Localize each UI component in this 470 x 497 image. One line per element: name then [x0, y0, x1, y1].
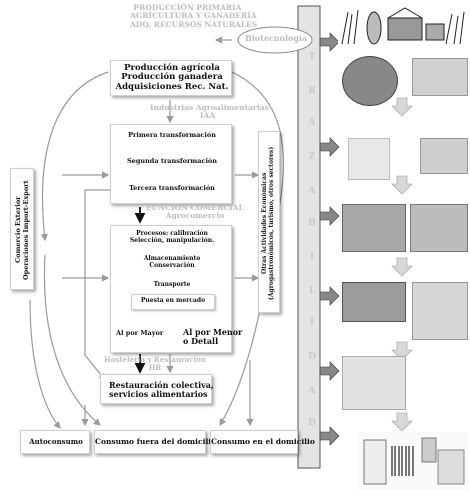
- foreign-trade-line-1: Comercio Exterior: [14, 196, 22, 264]
- iaa-header-line-1: Industrias Agroalimentarias: [150, 103, 269, 112]
- other-activities-text: Otras Actividades Económicas (Agrogastro…: [261, 138, 275, 308]
- processing-photo-1: [348, 138, 390, 180]
- foreign-trade-text: Comercio Exterior Operaciones Import-Exp…: [14, 177, 30, 283]
- foreign-trade-box: Comercio Exterior Operaciones Import-Exp…: [10, 168, 34, 290]
- meat-processing-photo-2: [410, 204, 468, 252]
- foreign-trade-line-2: Operaciones Import-Export: [22, 180, 30, 280]
- trace-letter-r: R: [308, 86, 316, 96]
- market-label: Puesta en mercado: [140, 297, 206, 304]
- commercial-storage-line-1: Almacenamiento: [143, 255, 201, 262]
- primary-box-line-3: Adquisiciones Rec. Nat.: [115, 81, 229, 92]
- photo-down-arrows: [391, 97, 413, 432]
- commercial-processes: Procesos: calibración Selección, manipul…: [111, 230, 233, 244]
- retail-label-line-1: Al por Menor: [183, 327, 243, 337]
- traceability-bar: [297, 5, 321, 469]
- primary-header: PRODUCCIÓN PRIMARIA AGRICULTURA Y GANADE…: [130, 3, 258, 29]
- other-activities-line-2: (Agrogastronómicos, turismo, otros secto…: [268, 146, 275, 300]
- supermarket-photo: [342, 356, 406, 410]
- autoconsumo-box: Autoconsumo: [20, 430, 90, 454]
- trace-letter-i1: I: [309, 252, 315, 262]
- commercial-header: FUNCION COMERCIAL Agrocomercio: [145, 203, 245, 221]
- iaa-first-transformation: Primera transformación: [128, 131, 216, 139]
- retail-label-line-2: o Detall: [183, 335, 219, 346]
- primary-box-text: Producción agrícola Producción ganadera …: [111, 63, 233, 92]
- iaa-third-transformation: Tercera transformación: [129, 184, 215, 192]
- restauracion-box: Restauración colectiva, servicios alimen…: [100, 374, 214, 404]
- trace-letter-d1: D: [308, 352, 316, 362]
- horeca-header: Hostelería y Restauración HR: [100, 356, 210, 371]
- restauracion-line-1: Restauración colectiva,: [109, 380, 214, 390]
- consumo-fuera-box: Consumo fuera del domicilio: [94, 430, 217, 454]
- meat-processing-photo-1: [342, 204, 406, 252]
- forest-photo: [412, 58, 468, 96]
- primary-production-box: Producción agrícola Producción ganadera …: [110, 60, 232, 96]
- consumo-fuera-label: Consumo fuera del domicilio: [95, 437, 217, 446]
- crops-farm-illustration: [338, 4, 468, 48]
- trace-arrows: [319, 32, 340, 446]
- consumo-domicilio-label: Consumo en el domicilio: [211, 437, 315, 446]
- trace-letter-a1: A: [308, 118, 316, 128]
- trace-letter-a3: A: [308, 386, 316, 396]
- commercial-transport: Transporte: [153, 281, 191, 288]
- trace-letter-i2: I: [309, 318, 315, 328]
- processing-photo-2: [420, 138, 468, 174]
- biotech-label: Biotecnología: [245, 33, 308, 43]
- primary-box-line-2: Producción ganadera: [121, 72, 223, 83]
- primary-header-line-2: AGRICULTURA Y GANADERÍA: [130, 11, 257, 21]
- primary-header-line-1: PRODUCCIÓN PRIMARIA: [133, 3, 242, 12]
- restauracion-text: Restauración colectiva, servicios alimen…: [109, 381, 214, 399]
- retail-label: Al por Menor o Detall: [183, 328, 242, 346]
- cattle-photo: [342, 56, 398, 106]
- biotech-ellipse: [237, 26, 313, 54]
- trace-letter-d2: D: [308, 418, 316, 428]
- packaged-products-illustration: [358, 432, 468, 490]
- market-stall-photo: [412, 282, 468, 340]
- autoconsumo-label: Autoconsumo: [29, 437, 83, 446]
- primary-header-line-3: ADQ. RECURSOS NATURALES: [130, 19, 258, 29]
- trace-letter-b: B: [308, 218, 316, 228]
- commercial-header-line-2: Agrocomercio: [165, 211, 225, 221]
- iaa-second-transformation: Segunda transformación: [126, 157, 217, 165]
- iaa-box: Primera transformación Segunda transform…: [110, 124, 232, 204]
- trace-letter-t: T: [308, 52, 316, 62]
- transport-truck-photo: [342, 282, 406, 322]
- commercial-processes-line-1: Procesos: calibración: [136, 230, 208, 237]
- market-box: Puesta en mercado: [131, 294, 215, 310]
- restauracion-line-2: servicios alimentarios: [109, 388, 208, 399]
- iaa-header-line-2: IAA: [199, 111, 216, 121]
- trace-letter-l: L: [308, 286, 316, 296]
- other-activities-line-1: Otras Actividades Económicas: [261, 172, 268, 274]
- horeca-header-line-2: HR: [148, 362, 162, 372]
- commercial-box: Procesos: calibración Selección, manipul…: [110, 225, 242, 353]
- iaa-header: Industrias Agroalimentarias IAA: [150, 103, 269, 121]
- other-activities-box: Otras Actividades Económicas (Agrogastro…: [258, 131, 280, 313]
- commercial-processes-line-2: Selección, manipulación.: [129, 236, 215, 244]
- trace-letter-z: Z: [308, 152, 316, 162]
- commercial-storage: Almacenamiento Conservación: [111, 255, 233, 269]
- consumo-domicilio-box: Consumo en el domicilio: [210, 430, 315, 454]
- primary-box-line-1: Producción agrícola: [124, 63, 220, 73]
- commercial-header-line-1: FUNCION COMERCIAL: [146, 203, 244, 212]
- trace-letter-a2: A: [308, 186, 316, 196]
- horeca-header-line-1: Hostelería y Restauración: [104, 355, 206, 364]
- commercial-storage-line-2: Conservación: [149, 261, 195, 269]
- wholesale-label: Al por Mayor: [116, 329, 164, 337]
